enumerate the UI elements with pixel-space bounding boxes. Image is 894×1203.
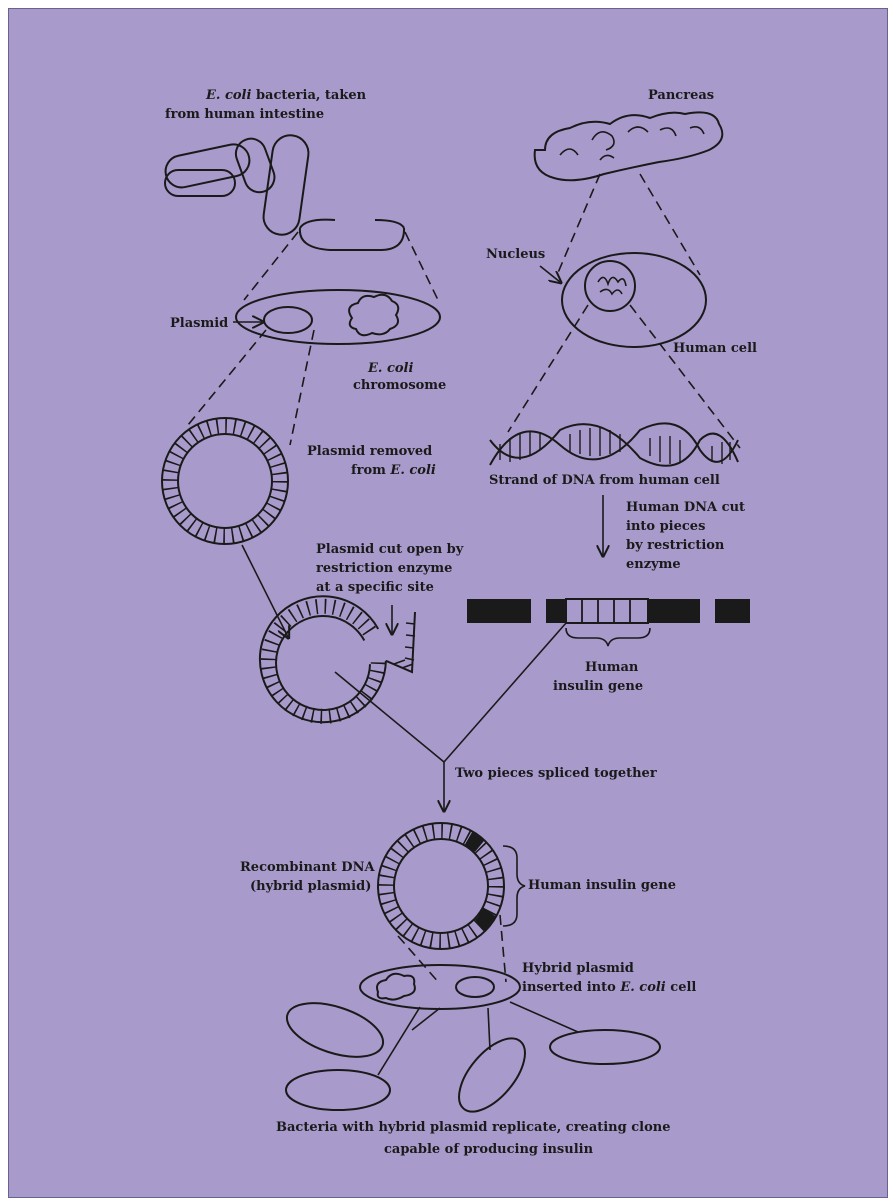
clone-line [378,1007,420,1075]
nucleus-pointer-arrow [540,266,560,282]
zoom-line [290,330,314,445]
host-ecoli-cell [360,965,520,1009]
zoom-line [508,305,588,432]
insulin-gene-bracket [566,628,650,646]
clone-line [412,1008,440,1030]
hybrid-inserted-label-line2: inserted into E. coli cell [522,980,696,995]
plasmid-removed-label: Plasmid removed [307,444,432,459]
ecoli-cell [236,290,440,344]
zoom-line [405,232,438,300]
plasmid-label: Plasmid [170,316,228,331]
inserted-hybrid-plasmid [456,977,494,997]
human-insulin-gene-label: Human insulin gene [528,878,676,893]
recombinant-dna-label: Recombinant DNA [240,860,375,875]
ecoli-chromosome-label: E. coli [367,361,413,376]
host-chromosome [377,974,415,1000]
plasmid-in-cell [264,307,312,333]
plasmid-removed-label-line2: from E. coli [351,463,436,478]
hybrid-inserted-label: Hybrid plasmid [522,961,634,976]
zoom-line [244,232,298,300]
splice-label: Two pieces spliced together [455,766,657,781]
plasmid-cut-label: Plasmid cut open by [316,542,464,557]
clone-bacterium [550,1030,660,1064]
dna-cut-label-line3: by restriction [626,538,725,553]
clone-line [488,1008,490,1050]
splice-line [335,672,444,762]
insulin-gene-insert [465,831,485,852]
human-cell [562,253,706,347]
clone-bacterium [447,1027,537,1123]
dna-cut-label-line4: enzyme [626,557,681,572]
bacterium-close-up-outline [300,220,404,250]
dna-strand-illustration [490,423,738,465]
pancreas-illustration [535,112,723,180]
insulin-gene-insert [475,908,496,932]
dna-pieces-bar [467,599,750,623]
removed-plasmid-ring [162,418,288,544]
caption-line2: capable of producing insulin [384,1142,594,1157]
plasmid-cut-label-line3: at a specific site [316,580,434,595]
ecoli-title-label-line2: from human intestine [165,107,324,122]
splice-line [444,623,566,762]
hybrid-plasmid-ring [378,823,504,949]
clone-bacterium [280,993,389,1068]
pancreas-label: Pancreas [648,88,714,103]
dna-strand-label: Strand of DNA from human cell [489,473,720,488]
flow-arrow [242,545,288,637]
ecoli-chromosome-label-line2: chromosome [353,378,446,393]
dna-cut-label: Human DNA cut [626,500,745,515]
recombinant-dna-label-line2: (hybrid plasmid) [250,879,371,894]
zoom-line [188,330,266,425]
caption: Bacteria with hybrid plasmid replicate, … [276,1120,671,1135]
ecoli-chromosome [349,295,398,336]
nucleus [585,261,635,311]
zoom-line [557,174,600,275]
clone-line [510,1002,578,1032]
dna-cut-label-line2: into pieces [626,519,705,534]
human-cell-label: Human cell [673,341,757,356]
plasmid-cut-label-line2: restriction enzyme [316,561,452,576]
ecoli-bacteria-illustration [163,133,311,237]
insulin-gene-segment [566,599,648,623]
clone-bacterium [286,1070,390,1110]
insulin-gene-label: Human [585,660,639,675]
ecoli-title-label: E. coli bacteria, taken [205,88,367,103]
pancreas-texture [560,127,704,160]
hybrid-gene-bracket [503,846,525,926]
nucleus-label: Nucleus [486,247,545,262]
insulin-gene-label-line2: insulin gene [553,679,643,694]
chromosome-scribble [598,277,626,294]
